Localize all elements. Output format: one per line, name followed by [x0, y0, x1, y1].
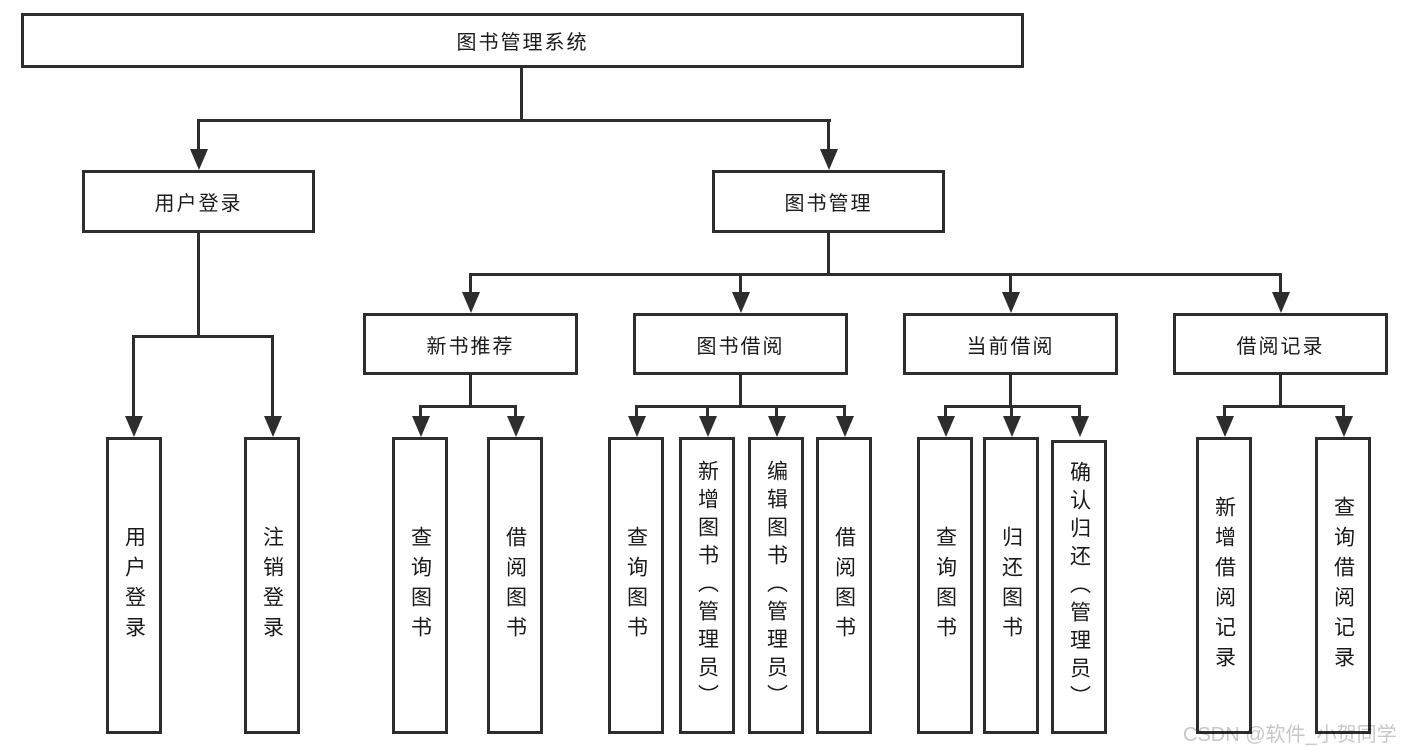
leaf-cb-query-books-label: 查询图书 — [933, 525, 957, 646]
node-borrow-records: 借阅记录 — [1173, 313, 1388, 375]
arrow-down-icon — [1215, 416, 1234, 437]
node-book-borrow-label: 图书借阅 — [696, 335, 785, 358]
connector-book-management-trunk — [827, 233, 830, 273]
leaf-cb-query-books: 查询图书 — [917, 437, 973, 734]
leaf-bb-add-books-label: 新增图书（管理员） — [695, 459, 719, 712]
node-new-book-recommend-label: 新书推荐 — [426, 335, 515, 358]
arrow-down-icon — [835, 416, 854, 437]
connector-br-trunk — [1279, 375, 1282, 405]
connector-to-leaf-user-login — [124, 335, 143, 437]
arrow-down-icon — [767, 416, 786, 437]
arrow-down-icon — [1002, 416, 1021, 437]
leaf-cb-confirm-return: 确认归还（管理员） — [1051, 440, 1107, 734]
arrow-down-icon — [1070, 416, 1089, 437]
connector-to-bb-edit — [767, 405, 786, 437]
leaf-br-query-record-label: 查询借阅记录 — [1331, 495, 1355, 676]
connector-to-cb-query — [936, 405, 955, 437]
leaf-cb-return-books: 归还图书 — [983, 437, 1039, 734]
node-book-management: 图书管理 — [712, 170, 945, 233]
leaf-cb-confirm-return-label: 确认归还（管理员） — [1067, 461, 1091, 713]
arrow-down-icon — [731, 292, 750, 313]
connector-to-book-management — [819, 119, 838, 170]
leaf-nb-borrow-books: 借阅图书 — [487, 437, 543, 734]
leaf-logout-login-label: 注销登录 — [260, 525, 284, 646]
leaf-bb-borrow-books: 借阅图书 — [816, 437, 872, 734]
node-book-management-label: 图书管理 — [784, 193, 873, 215]
connector-to-new-book-recommend — [461, 273, 480, 313]
arrow-down-icon — [1271, 292, 1290, 313]
connector-root-trunk — [520, 68, 523, 119]
connector-to-borrow-records — [1271, 273, 1290, 313]
connector-nb-bus — [419, 405, 517, 408]
leaf-bb-query-books-label: 查询图书 — [624, 525, 648, 646]
node-current-borrow-label: 当前借阅 — [966, 335, 1055, 358]
leaf-br-add-record-label: 新增借阅记录 — [1212, 495, 1236, 676]
csdn-watermark: CSDN @软件_小贺同学 — [1183, 724, 1397, 746]
arrow-down-icon — [1001, 292, 1020, 313]
leaf-user-login: 用户登录 — [106, 437, 162, 734]
connector-to-user-login — [189, 119, 208, 170]
arrow-down-icon — [461, 292, 480, 313]
connector-user-login-trunk — [197, 233, 200, 335]
arrow-down-icon — [411, 416, 430, 437]
connector-to-bb-query — [627, 405, 646, 437]
connector-to-br-query — [1334, 405, 1353, 437]
connector-to-bb-add — [698, 405, 717, 437]
node-new-book-recommend: 新书推荐 — [363, 313, 578, 375]
node-root-label: 图书管理系统 — [456, 32, 589, 54]
leaf-br-query-record: 查询借阅记录 — [1315, 437, 1371, 734]
connector-br-bus — [1223, 405, 1344, 408]
node-borrow-records-label: 借阅记录 — [1236, 335, 1325, 358]
node-book-borrow: 图书借阅 — [633, 313, 848, 375]
node-user-login-label: 用户登录 — [154, 193, 243, 215]
leaf-bb-edit-books-label: 编辑图书（管理员） — [764, 459, 788, 712]
connector-to-book-borrow — [731, 273, 750, 313]
arrow-down-icon — [189, 149, 208, 170]
leaf-user-login-label: 用户登录 — [122, 525, 146, 646]
connector-to-br-add — [1215, 405, 1234, 437]
arrow-down-icon — [698, 416, 717, 437]
node-root-library-system: 图书管理系统 — [21, 13, 1024, 68]
arrow-down-icon — [506, 416, 525, 437]
connector-to-nb-query — [411, 405, 430, 437]
leaf-nb-query-books-label: 查询图书 — [408, 525, 432, 646]
connector-level3-bus — [469, 273, 1282, 276]
leaf-cb-return-books-label: 归还图书 — [999, 525, 1023, 646]
leaf-nb-query-books: 查询图书 — [392, 437, 448, 734]
leaf-br-add-record: 新增借阅记录 — [1196, 437, 1252, 734]
connector-to-current-borrow — [1001, 273, 1020, 313]
connector-bb-bus — [635, 405, 846, 408]
connector-level2-bus — [197, 119, 831, 122]
connector-nb-trunk — [469, 375, 472, 405]
connector-to-cb-confirm — [1070, 405, 1089, 437]
arrow-down-icon — [263, 416, 282, 437]
connector-to-cb-return — [1002, 405, 1021, 437]
leaf-nb-borrow-books-label: 借阅图书 — [503, 525, 527, 646]
arrow-down-icon — [1334, 416, 1353, 437]
leaf-bb-edit-books: 编辑图书（管理员） — [748, 437, 804, 734]
connector-to-leaf-logout — [263, 335, 282, 437]
arrow-down-icon — [124, 416, 143, 437]
connector-user-login-bus — [133, 335, 274, 338]
connector-to-nb-borrow — [506, 405, 525, 437]
arrow-down-icon — [936, 416, 955, 437]
node-current-borrow: 当前借阅 — [903, 313, 1118, 375]
arrow-down-icon — [819, 149, 838, 170]
arrow-down-icon — [627, 416, 646, 437]
leaf-logout-login: 注销登录 — [244, 437, 300, 734]
leaf-bb-query-books: 查询图书 — [608, 437, 664, 734]
leaf-bb-borrow-books-label: 借阅图书 — [832, 525, 856, 646]
connector-bb-trunk — [739, 375, 742, 405]
connector-cb-trunk — [1009, 375, 1012, 405]
leaf-bb-add-books: 新增图书（管理员） — [679, 437, 735, 734]
connector-to-bb-borrow — [835, 405, 854, 437]
node-user-login: 用户登录 — [82, 170, 315, 233]
